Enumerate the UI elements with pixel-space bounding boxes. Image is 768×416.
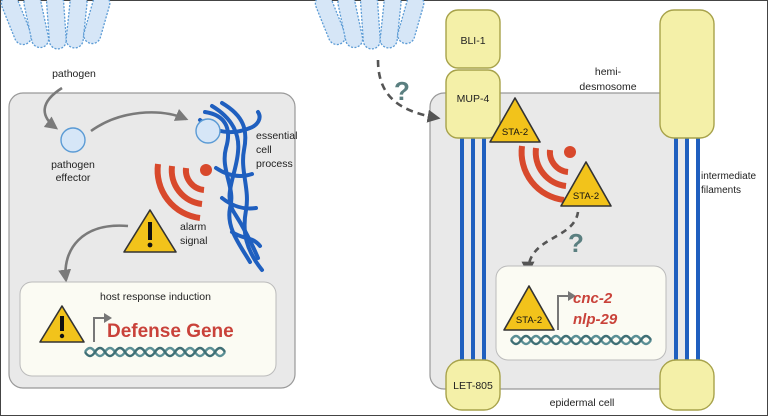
alarm-label-1: alarm (180, 221, 207, 233)
sta-2-label-3: STA-2 (516, 315, 542, 326)
question-mark-1: ? (394, 76, 410, 106)
translocation-arrow (521, 211, 580, 275)
filaments-label-2: filaments (701, 185, 741, 196)
response-title: host response induction (100, 291, 211, 303)
signaling-arrow (58, 224, 129, 283)
hemidesmosome-label-1: hemi- (595, 66, 622, 78)
hemidesmosome-label-2: desmosome (579, 81, 636, 93)
mup-4-label: MUP-4 (457, 93, 490, 105)
promoter-arrow-right-icon (557, 295, 568, 330)
sta-2-released-warning-icon: STA-2 (560, 161, 612, 207)
filaments-right (674, 136, 700, 362)
process-label-1: essential (256, 130, 297, 142)
gene-cnc-2-label: cnc-2 (573, 290, 613, 307)
hemidesmosome-top-node (659, 9, 715, 139)
bli-1-label: BLI-1 (460, 35, 485, 47)
process-label-2: cell (256, 144, 272, 156)
gene-nlp-29-label: nlp-29 (573, 311, 618, 328)
right-panel: ? BLI-1 MUP-4 LET-805 hemi- desmosome in… (314, 0, 756, 411)
mup-4-node (445, 69, 501, 139)
let-805-label: LET-805 (453, 380, 493, 392)
promoter-arrowhead-icon (104, 313, 112, 323)
pathogen-right-icon (314, 0, 425, 50)
effector-target-arrow (90, 108, 189, 133)
sta-2-nuclear-warning-icon: STA-2 (503, 285, 555, 331)
essential-process-fibers-icon (198, 101, 264, 272)
filaments-left (460, 136, 486, 362)
pathogen-effector-icon (60, 127, 86, 153)
effector-label-1: pathogen (51, 159, 95, 171)
alarm-signal-icon (154, 163, 212, 221)
question-mark-2: ? (568, 228, 584, 258)
entry-arrow (43, 86, 63, 130)
bound-effector-icon (195, 118, 221, 144)
let-805-node (445, 359, 501, 411)
left-panel: pathogen pathogen effector essential cel… (0, 0, 297, 389)
pathogen-icon (0, 0, 111, 50)
epidermal-cell-label: epidermal cell (550, 397, 615, 409)
sta-2-membrane-warning-icon: STA-2 (489, 97, 541, 143)
alarm-signal-right-icon (518, 145, 576, 203)
promoter-arrowhead-right-icon (568, 291, 576, 301)
warning-triangle-icon (123, 209, 177, 253)
filaments-label-1: intermediate (701, 171, 756, 182)
warning-triangle-small-icon (39, 305, 85, 343)
sta-2-label-2: STA-2 (573, 191, 599, 202)
bli-1-node (445, 9, 501, 69)
sta-2-label-1: STA-2 (502, 127, 528, 138)
defense-gene-label: Defense Gene (107, 321, 234, 342)
host-response-box (19, 281, 277, 377)
promoter-arrow-icon (93, 317, 104, 342)
pathogen-label: pathogen (52, 68, 96, 80)
process-label-3: process (256, 158, 293, 170)
effector-label-2: effector (56, 172, 91, 184)
hemidesmosome-bottom-node (659, 359, 715, 411)
alarm-label-2: signal (180, 235, 207, 247)
